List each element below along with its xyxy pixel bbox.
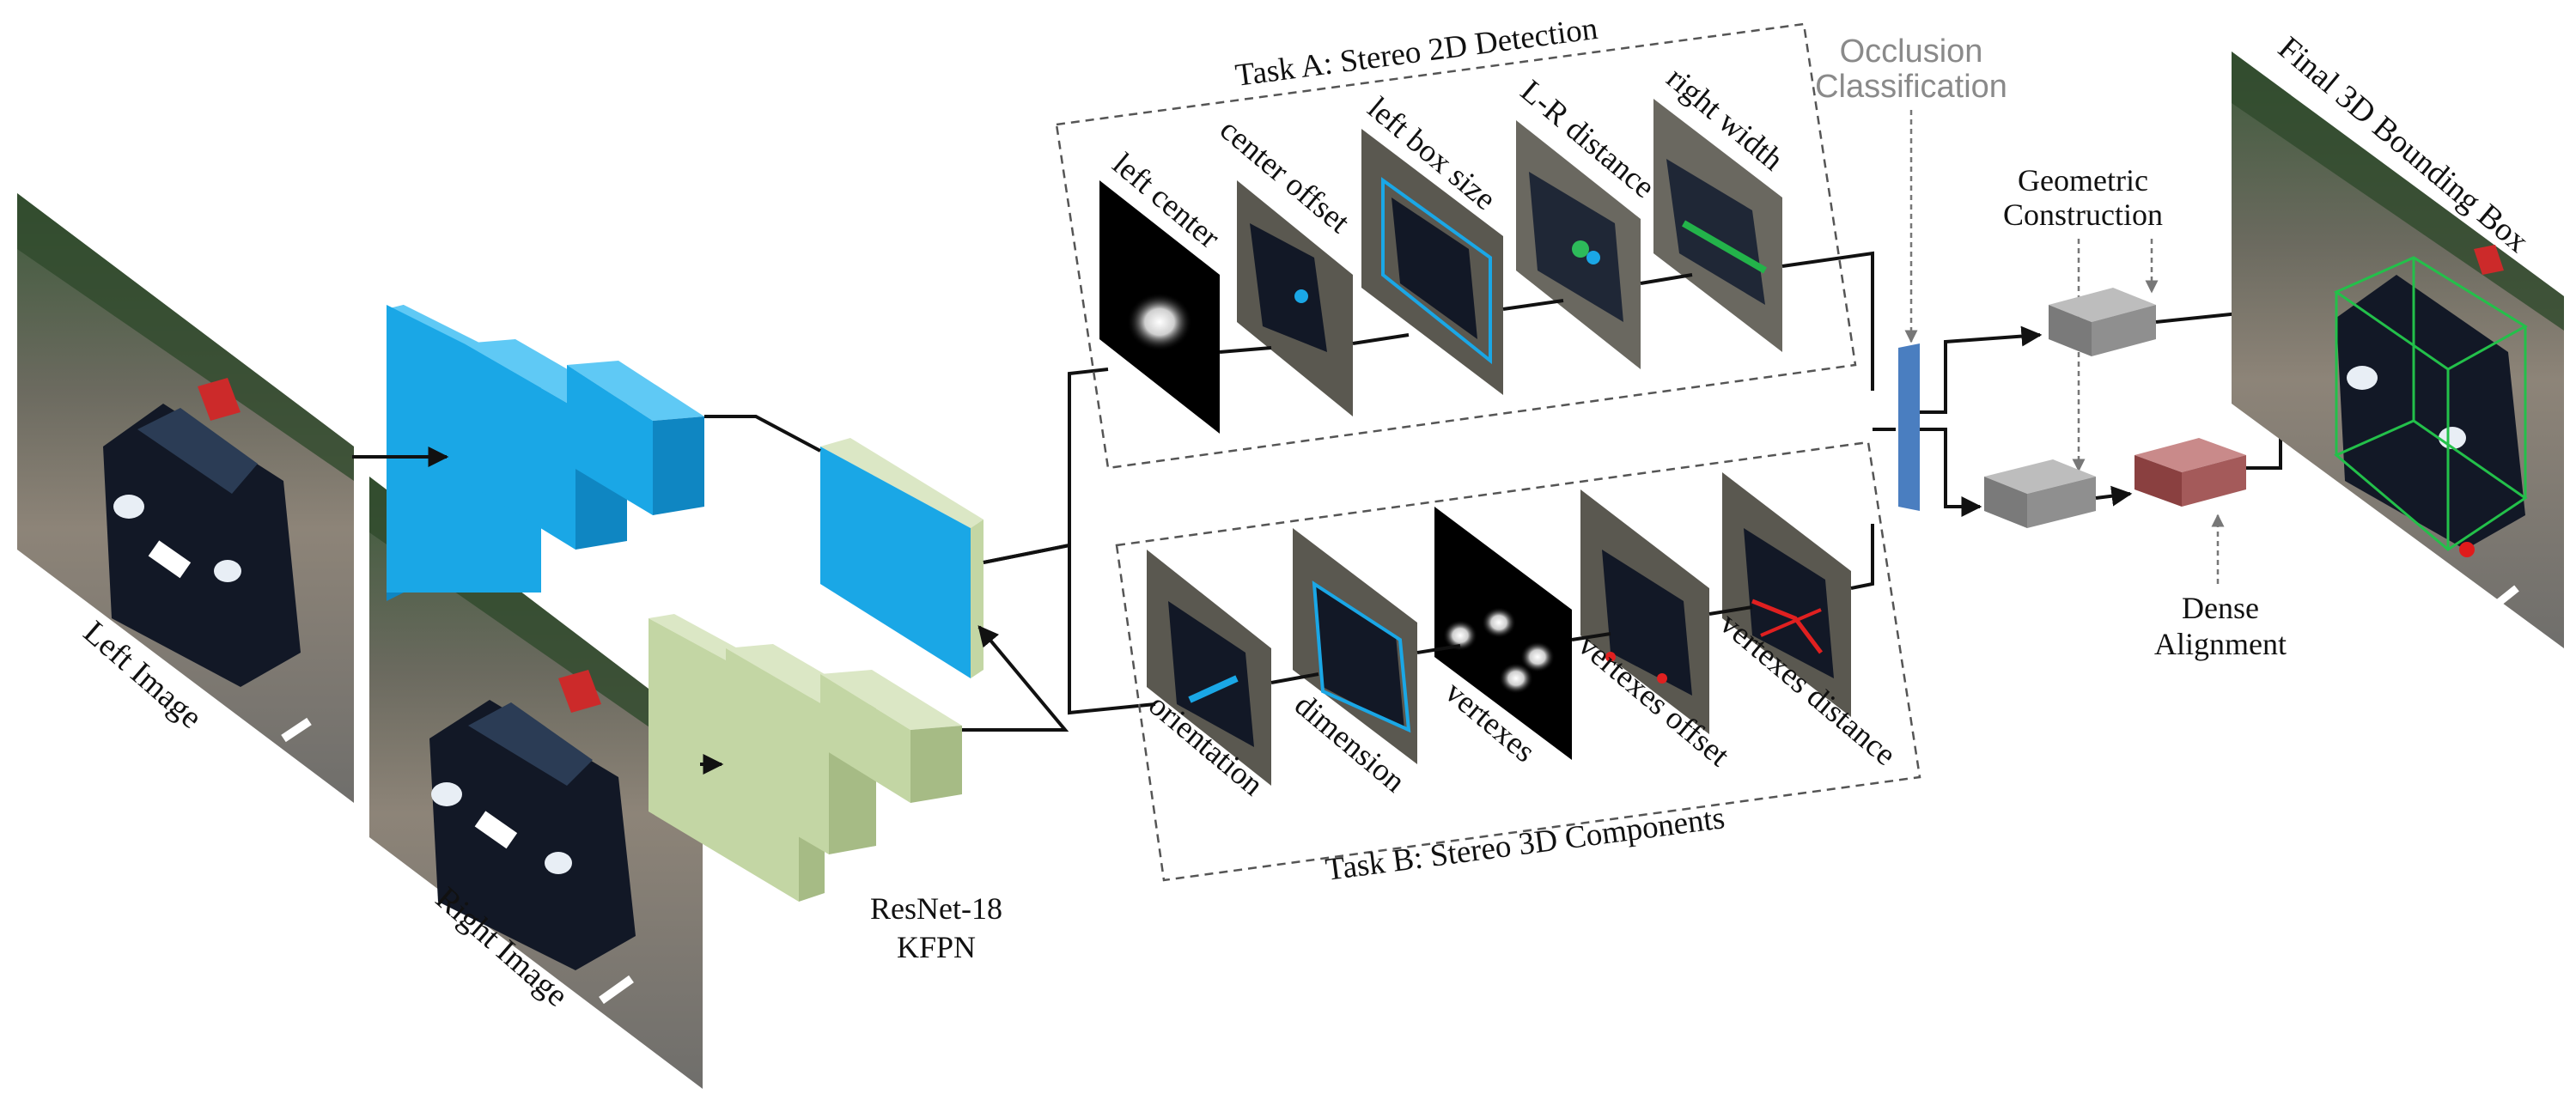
- car-icon: [429, 700, 636, 970]
- task-b-flow-3: [1571, 632, 1611, 641]
- task-a-map-right-width: [1653, 99, 1782, 352]
- final-3d-bounding-box-panel: [2232, 52, 2564, 648]
- task-a-to-occlusion-line: [1781, 251, 1874, 391]
- occlusion-to-geo-lower-arrow: [1920, 428, 1982, 517]
- task-b-flow-2: [1416, 644, 1461, 654]
- right-feature-blocks: [649, 614, 962, 902]
- dense-label-line1: Dense: [2182, 591, 2259, 625]
- geometric-label-line2: Construction: [2003, 198, 2163, 232]
- task-a-flow-1: [1219, 346, 1272, 354]
- occlusion-bar: [1898, 343, 1920, 511]
- occlusion-label-line2: Classification: [1815, 69, 2007, 105]
- task-b-map-vertexes-distance: [1722, 472, 1851, 717]
- geo-box-lower: [1984, 459, 2096, 528]
- task-a-map-center-offset: [1237, 180, 1353, 416]
- task-b-group: Task B: Stereo 3D Components: [1115, 441, 1921, 888]
- left-image-panel: [17, 193, 354, 803]
- task-b-to-occlusion-line: [1850, 524, 1874, 590]
- task-a-flow-3: [1502, 299, 1564, 311]
- 3d-box-wireframe: [2333, 256, 2528, 551]
- car-icon: [103, 404, 301, 687]
- task-a-map-left-center: [1099, 180, 1220, 434]
- right-to-fused-arrow: [962, 625, 1069, 732]
- occlusion-to-geo-upper-arrow: [1920, 325, 2043, 414]
- task-b-flow-1: [1270, 672, 1319, 684]
- task-b-map-orientation: [1147, 550, 1271, 786]
- task-b-flow-4: [1708, 605, 1753, 616]
- dense-box: [2134, 438, 2246, 507]
- occlusion-label-line1: Occlusion: [1840, 33, 1983, 70]
- task-b-map-vertexes: [1434, 507, 1572, 760]
- dense-alignment: Dense Alignment: [2134, 438, 2287, 661]
- task-a-map-left-box-size: [1361, 129, 1503, 395]
- geo-box-upper: [2049, 288, 2156, 356]
- task-a-map-lr-distance: [1516, 120, 1641, 369]
- fused-to-task-b-line: [983, 543, 1156, 715]
- geo-to-dense-arrow: [2095, 485, 2133, 507]
- task-b-map-vertexes-offset: [1580, 489, 1709, 734]
- task-b-title: Task B: Stereo 3D Components: [1324, 800, 1726, 888]
- task-a-group: Task A: Stereo 2D Detection: [1055, 11, 1874, 470]
- geometric-label-line1: Geometric: [2018, 163, 2148, 198]
- task-a-flow-4: [1640, 273, 1693, 285]
- left-feature-blocks: [387, 305, 704, 601]
- left-to-fused-line: [704, 415, 821, 453]
- task-a-flow-2: [1352, 333, 1410, 345]
- backbone-label-line1: ResNet-18: [870, 891, 1002, 926]
- occlusion-classification: Occlusion Classification: [1815, 33, 2007, 511]
- car-icon: [2336, 275, 2525, 550]
- fused-to-task-a-line: [983, 368, 1109, 564]
- fused-feature-block: [820, 438, 984, 678]
- geometric-construction: Geometric Construction: [1984, 163, 2163, 528]
- task-b-map-dimension: [1293, 528, 1417, 764]
- dense-label-line2: Alignment: [2154, 627, 2287, 661]
- backbone-label-line2: KFPN: [897, 930, 976, 964]
